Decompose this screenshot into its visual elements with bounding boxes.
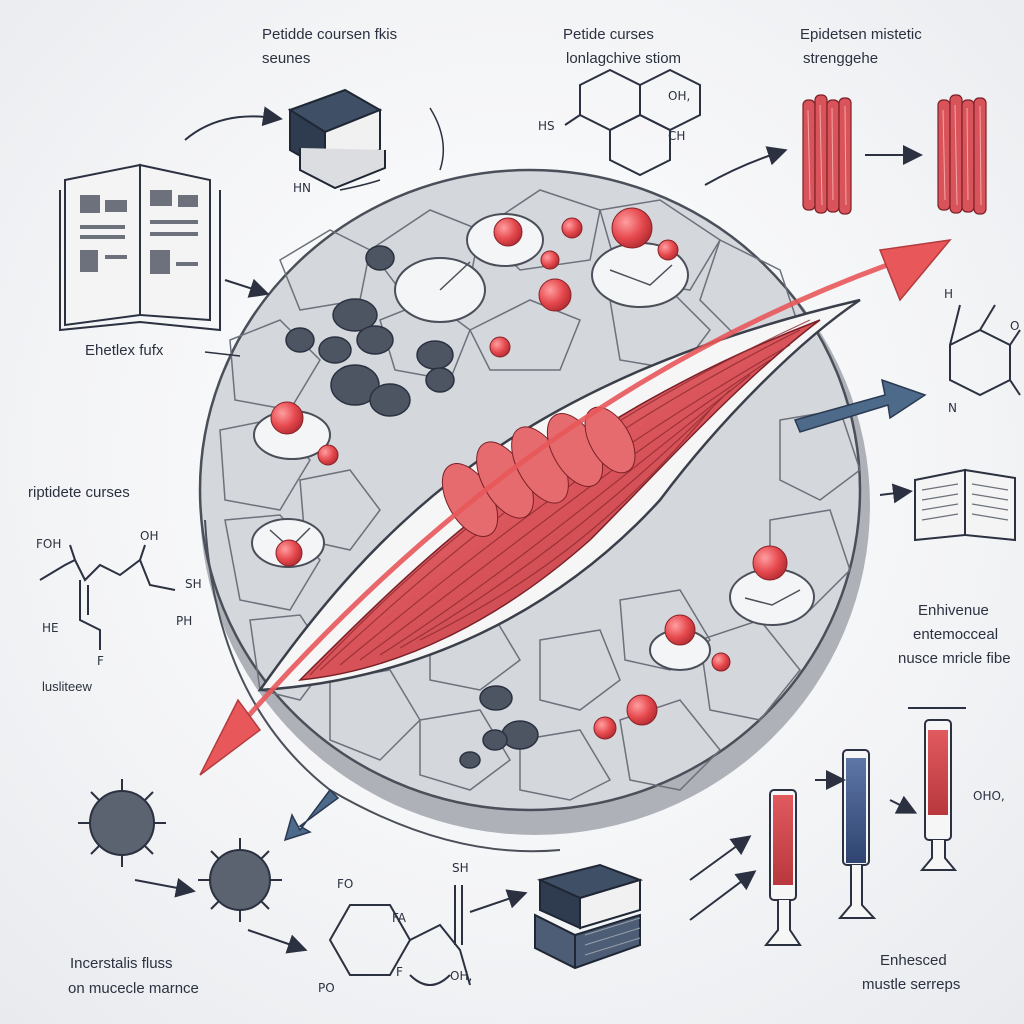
chem-label-o-right: O bbox=[1010, 319, 1020, 333]
label-bottom-right-1: Enhesced bbox=[880, 952, 947, 969]
chem-structure-bottom bbox=[328, 885, 471, 986]
test-tube-red-right bbox=[919, 719, 958, 871]
test-tubes-icon bbox=[763, 707, 966, 946]
label-left-bottom: lusliteew bbox=[42, 679, 92, 694]
nuclei-clusters bbox=[285, 245, 539, 769]
chem-label-hs: HS bbox=[538, 119, 555, 133]
chem-structure-right bbox=[949, 304, 1021, 397]
chem-label-fa: FA bbox=[392, 911, 407, 925]
label-left-mid: Ehetlex fufx bbox=[85, 342, 164, 359]
leader-lines bbox=[204, 107, 445, 357]
muscle-bundle bbox=[257, 298, 861, 692]
label-bottom-left-1: Incerstalis fluss bbox=[70, 955, 173, 972]
label-top-right-title: Epidetsen mistetic bbox=[800, 26, 922, 43]
open-book-right-icon bbox=[914, 468, 1016, 542]
pointer-arrows bbox=[134, 106, 923, 954]
chem-label-oh-bottom: OH, bbox=[450, 969, 473, 983]
chem-label-foh: FOH bbox=[36, 537, 62, 551]
red-dots bbox=[270, 207, 788, 740]
chem-label-oh-left: OH bbox=[140, 529, 159, 543]
chem-label-n-right: N bbox=[948, 401, 957, 415]
muscle-fiber-bundle-icon bbox=[802, 94, 987, 215]
blue-arrows bbox=[283, 378, 927, 842]
book-stack-icon bbox=[287, 88, 386, 190]
chem-label-ph: PH bbox=[176, 614, 193, 628]
chem-label-oh-tube: OHO, bbox=[973, 789, 1005, 803]
label-bottom-right-2: mustle serreps bbox=[862, 976, 961, 993]
label-top-left-sub: seunes bbox=[262, 50, 311, 67]
red-force-arrow bbox=[199, 238, 952, 776]
test-tube-blue bbox=[837, 749, 877, 919]
chem-label-oh-top: OH, bbox=[668, 89, 691, 103]
book-stack-bottom-icon bbox=[534, 863, 644, 970]
open-book-icon bbox=[59, 163, 221, 332]
chem-label-he: HE bbox=[42, 621, 59, 635]
label-right-title-1: Enhivenue bbox=[918, 602, 989, 619]
chem-structure-left bbox=[39, 544, 176, 650]
label-left-peptide: riptidete curses bbox=[28, 484, 130, 501]
chem-structure-top bbox=[564, 68, 701, 177]
chem-label-h-right: H bbox=[944, 287, 954, 301]
chem-label-f-bottom: F bbox=[396, 965, 403, 979]
virus-particle-1 bbox=[78, 779, 166, 867]
chem-label-f-left: F bbox=[97, 654, 104, 668]
label-top-right-sub: strenggehe bbox=[803, 50, 879, 67]
test-tube-red bbox=[763, 789, 802, 946]
cell-disc bbox=[394, 257, 486, 323]
chem-label-ch: CH bbox=[668, 129, 686, 143]
chem-label-hn: HN bbox=[293, 181, 311, 195]
chem-label-po: PO bbox=[318, 981, 335, 995]
virus-particles-icon bbox=[78, 779, 282, 922]
virus-particle-2 bbox=[198, 838, 282, 922]
label-right-title-3: nusce mricle fibe bbox=[898, 650, 1011, 667]
label-top-center-title: Petide curses bbox=[563, 26, 654, 43]
chem-label-sh-left: SH bbox=[185, 577, 202, 591]
label-right-title-2: entemocceal bbox=[913, 626, 999, 643]
chem-label-fo: FO bbox=[337, 877, 354, 891]
label-top-left-title: Petidde coursen fkis bbox=[262, 26, 398, 43]
label-top-center-sub: lonlagchive stiom bbox=[566, 50, 682, 67]
chem-label-sh-bottom: SH bbox=[452, 861, 469, 875]
label-bottom-left-2: on mucecle marnce bbox=[68, 980, 199, 997]
